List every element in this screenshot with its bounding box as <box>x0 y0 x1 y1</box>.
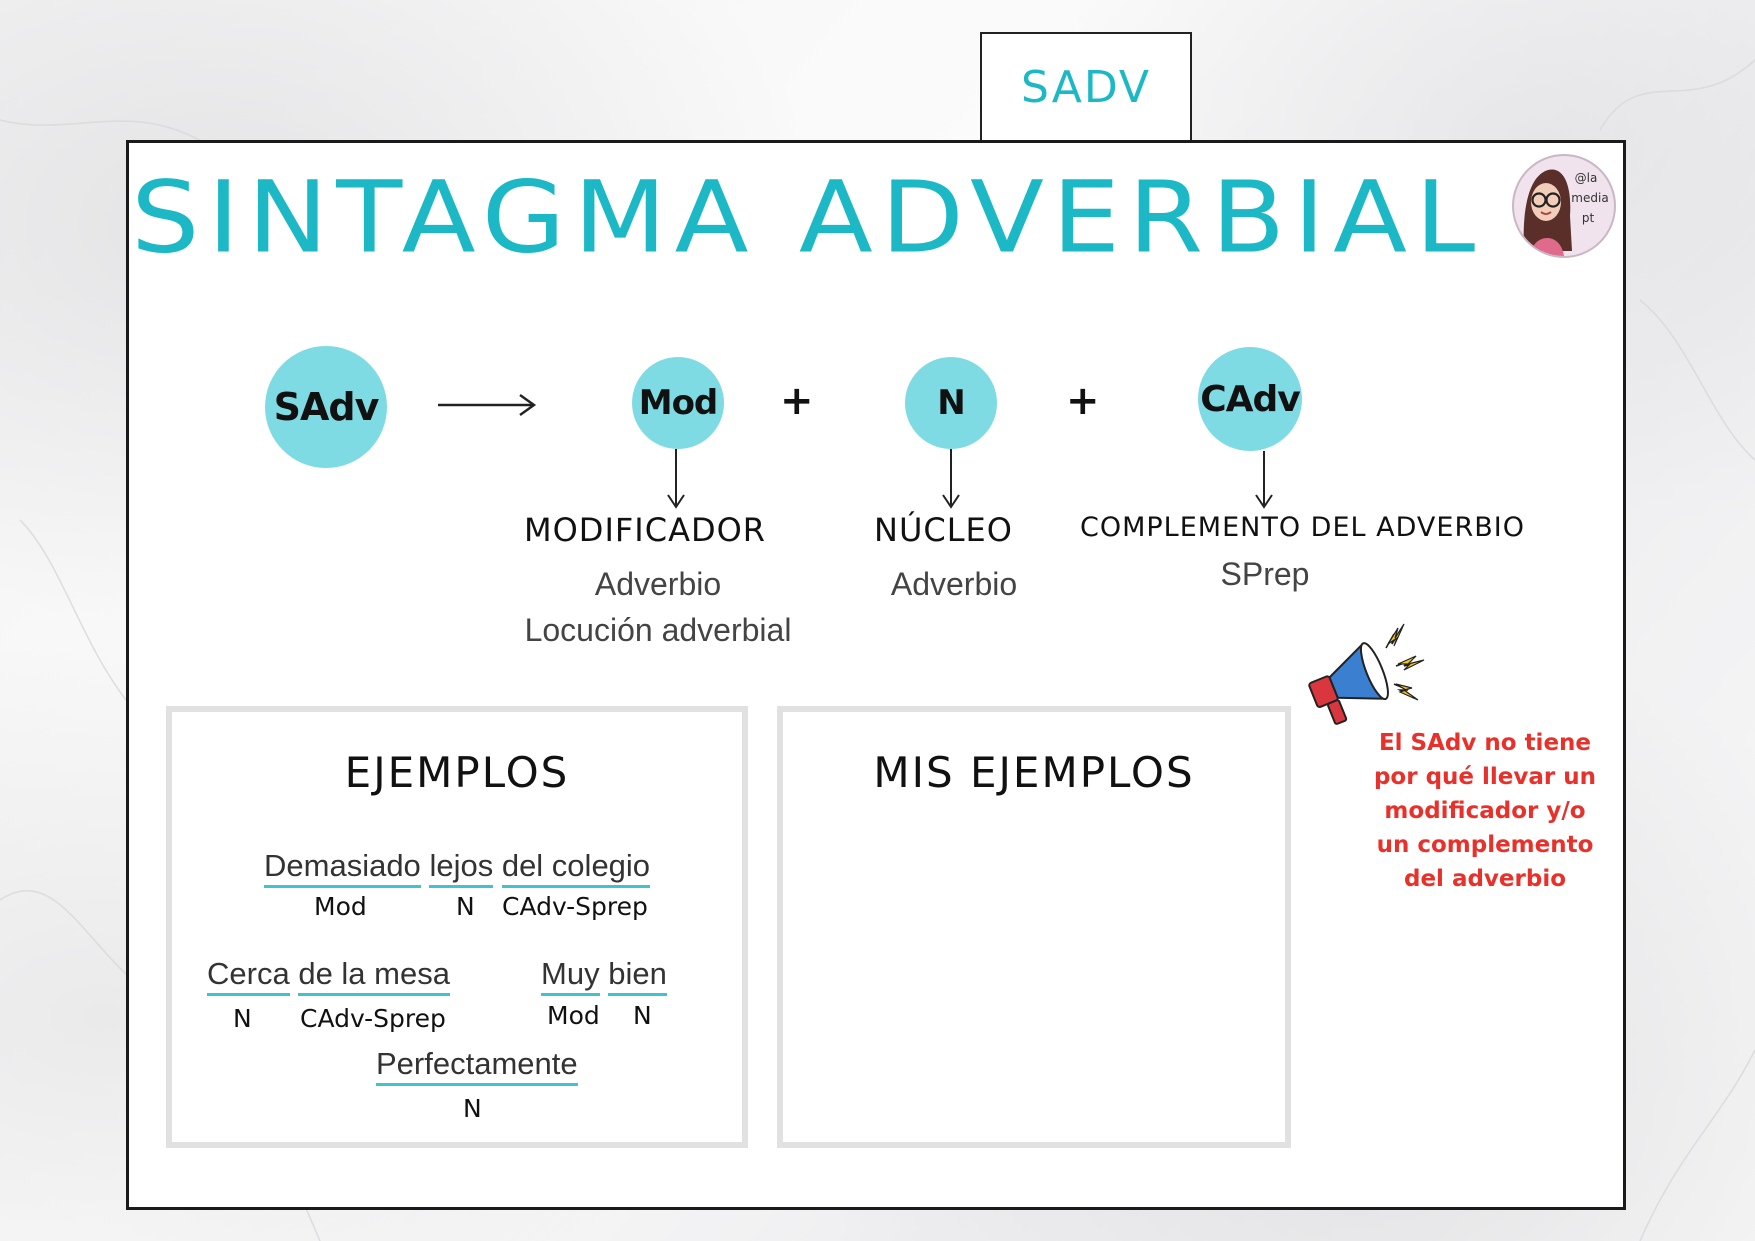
example-3-label-2: N <box>633 1001 652 1030</box>
example-4-label-1: N <box>463 1094 482 1123</box>
role-nucleo: NÚCLEO <box>874 511 1013 549</box>
detail-locucion: Locución adverbial <box>524 612 792 648</box>
my-examples-title: MIS EJEMPLOS <box>873 748 1195 797</box>
role-complemento: COMPLEMENTO DEL ADVERBIO <box>1080 512 1525 543</box>
example-1-word-1: Demasiado <box>264 848 421 888</box>
megaphone-icon <box>1308 623 1425 725</box>
detail-adverbio-mod: Adverbio <box>594 566 722 602</box>
example-3-word-2: bien <box>608 956 667 996</box>
n-circle: N <box>905 357 997 449</box>
examples-box <box>166 706 748 1148</box>
example-2-label-2: CAdv-Sprep <box>300 1004 446 1033</box>
sadv-circle: SAdv <box>265 346 387 468</box>
my-examples-box[interactable] <box>777 706 1291 1148</box>
section-tab-label: SADV <box>1020 61 1152 113</box>
avatar-handle-3: pt <box>1582 211 1595 225</box>
example-1-word-3: del colegio <box>501 848 651 888</box>
arrow-down-icon <box>942 449 960 509</box>
note-line-4: un complemento <box>1376 832 1594 858</box>
example-3: Muy bien <box>541 956 667 996</box>
cadv-label: CAdv <box>1200 378 1301 420</box>
mod-label: Mod <box>638 383 719 423</box>
example-3-word-1: Muy <box>541 956 600 996</box>
avatar-icon: @la media pt <box>1512 154 1616 258</box>
mod-circle: Mod <box>632 357 724 449</box>
avatar-handle-2: media <box>1571 191 1608 205</box>
note-text: El SAdv no tiene por qué llevar un modif… <box>1360 726 1610 896</box>
example-1-label-1: Mod <box>314 892 367 921</box>
plus-sign-2: + <box>1066 378 1100 424</box>
example-3-label-1: Mod <box>547 1001 600 1030</box>
sadv-label: SAdv <box>273 385 380 429</box>
note-line-1: El SAdv no tiene <box>1378 730 1592 756</box>
section-tab: SADV <box>980 32 1192 140</box>
example-1: Demasiado lejos del colegio <box>264 848 651 888</box>
arrow-right-icon <box>438 394 537 416</box>
cadv-circle: CAdv <box>1198 347 1302 451</box>
arrow-down-icon <box>1255 451 1273 509</box>
examples-title: EJEMPLOS <box>344 748 570 797</box>
detail-sprep: SPrep <box>1220 556 1310 592</box>
note-line-3: modificador y/o <box>1384 798 1586 824</box>
example-2-word-1: Cerca <box>207 956 290 996</box>
note-line-5: del adverbio <box>1403 866 1567 892</box>
page-title: SINTAGMA ADVERBIAL <box>131 160 1484 276</box>
note-line-2: por qué llevar un <box>1373 764 1597 790</box>
n-label: N <box>937 383 965 423</box>
avatar-handle-1: @la <box>1575 171 1598 185</box>
plus-sign-1: + <box>780 378 814 424</box>
arrow-down-icon <box>667 449 685 509</box>
role-modificador: MODIFICADOR <box>524 511 767 549</box>
example-4: Perfectamente <box>376 1046 578 1086</box>
example-2: Cerca de la mesa <box>207 956 450 996</box>
example-2-label-1: N <box>233 1004 252 1033</box>
example-4-word-1: Perfectamente <box>376 1046 578 1086</box>
example-2-word-2: de la mesa <box>298 956 450 996</box>
example-1-label-3: CAdv-Sprep <box>502 892 648 921</box>
detail-adverbio-n: Adverbio <box>890 566 1018 602</box>
example-1-word-2: lejos <box>429 848 494 888</box>
example-1-label-2: N <box>456 892 475 921</box>
